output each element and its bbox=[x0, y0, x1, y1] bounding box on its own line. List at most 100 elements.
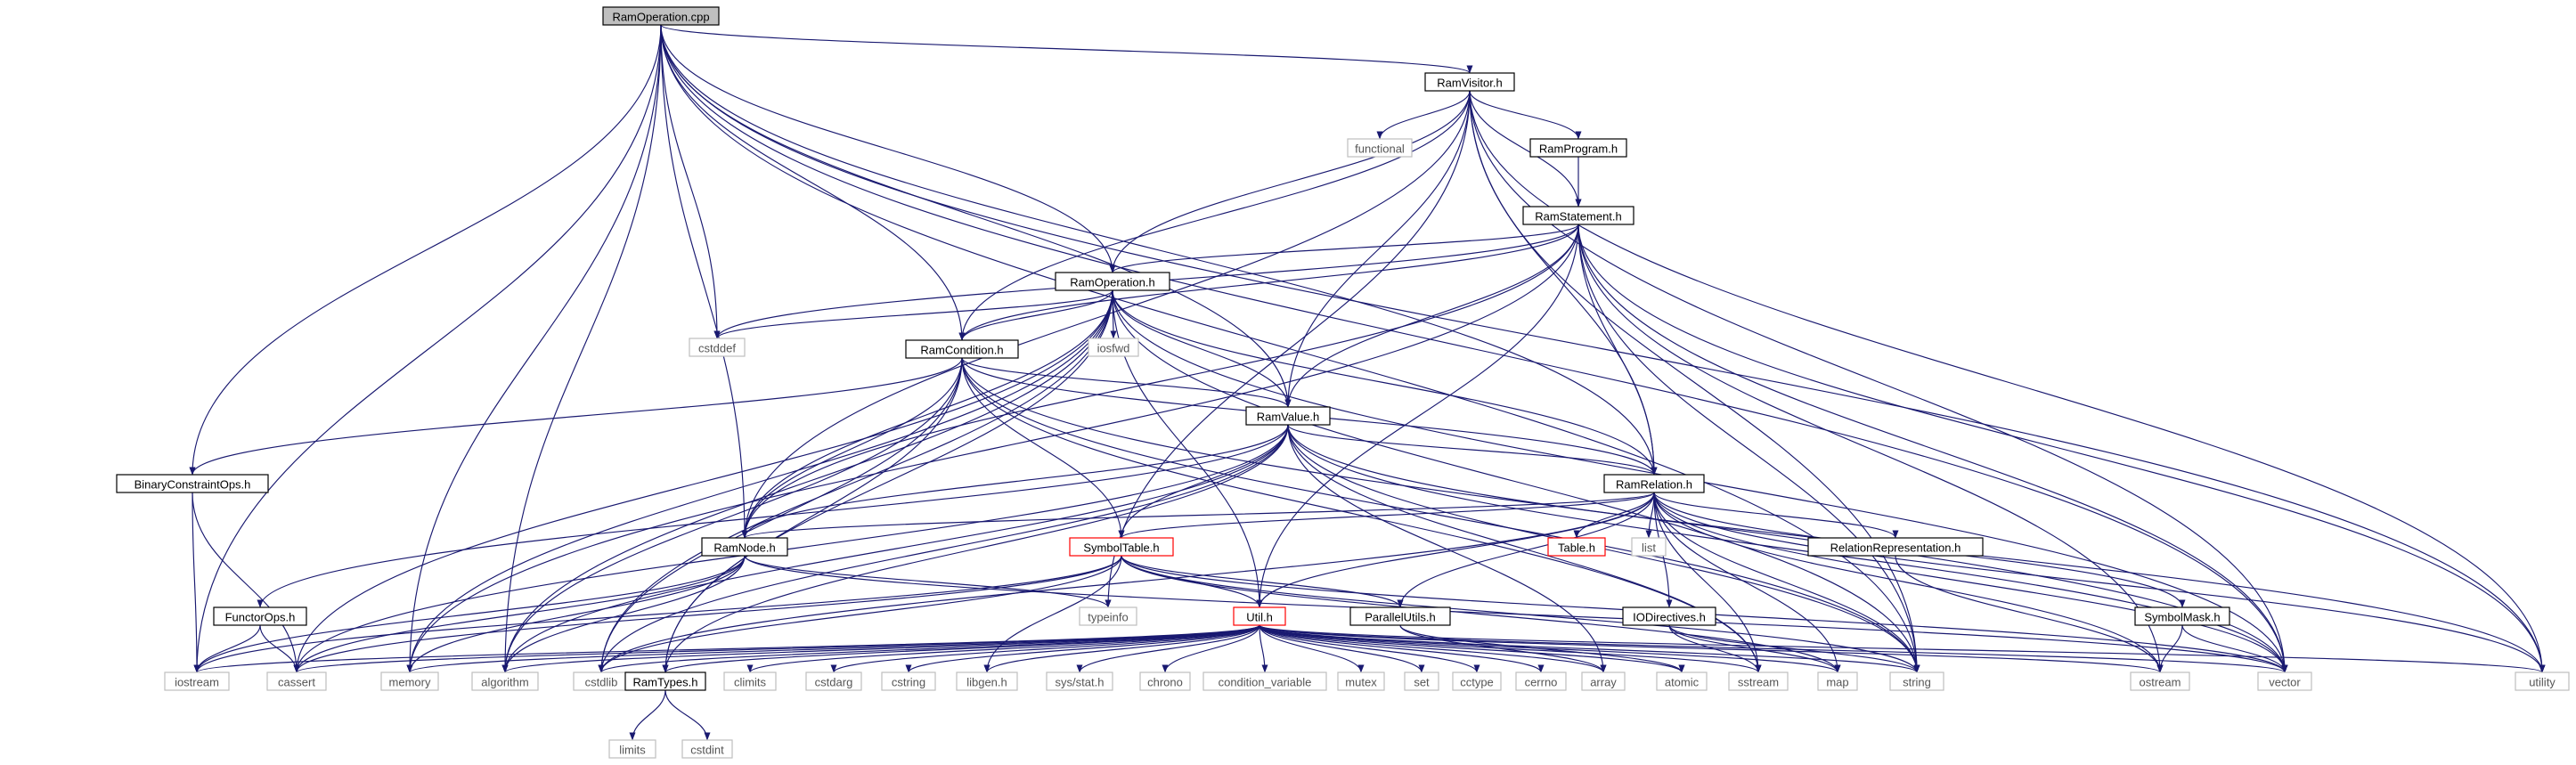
include-edge-parallelutils-h-to-array bbox=[1399, 624, 1607, 673]
node-label: set bbox=[1414, 676, 1430, 689]
include-edge-ramvalue-h-to-algorithm bbox=[501, 424, 1289, 673]
edge-line bbox=[629, 689, 666, 741]
node-box bbox=[1656, 671, 1708, 691]
node-ramprogram-h[interactable]: RamProgram.h bbox=[1529, 138, 1627, 158]
node-box bbox=[1202, 671, 1327, 691]
edge-line bbox=[192, 492, 300, 673]
include-edge-functorops-h-to-iostream bbox=[193, 624, 261, 673]
edge-line bbox=[1259, 624, 1762, 673]
node-label: cctype bbox=[1460, 676, 1494, 689]
include-edge-ramoperation-cpp-to-ramrelation-h bbox=[660, 24, 1658, 476]
node-label: SymbolMask.h bbox=[2144, 611, 2220, 624]
include-edge-ramstatement-h-to-ramvalue-h bbox=[1284, 224, 1579, 408]
include-edge-binaryconstraintops-h-to-iostream bbox=[192, 492, 200, 673]
edge-line bbox=[293, 555, 746, 673]
node-ramcondition-h[interactable]: RamCondition.h bbox=[905, 339, 1019, 359]
edge-line bbox=[1109, 224, 1579, 273]
node-cstring: cstring bbox=[881, 671, 936, 691]
node-relationrepresentation-h[interactable]: RelationRepresentation.h bbox=[1807, 537, 1984, 557]
include-edge-ramstatement-h-to-vector bbox=[1577, 224, 2288, 673]
edge-line bbox=[406, 224, 1579, 673]
include-edge-ramrelation-h-to-relationrepresentation-h bbox=[1653, 492, 1899, 539]
node-label: RamTypes.h bbox=[633, 676, 698, 689]
node-table-h[interactable]: Table.h bbox=[1547, 537, 1606, 557]
edge-line bbox=[598, 555, 1122, 673]
node-label: climits bbox=[734, 676, 767, 689]
node-vector: vector bbox=[2257, 671, 2312, 691]
node-binaryconstraintops-h[interactable]: BinaryConstraintOps.h bbox=[116, 474, 269, 493]
edge-line bbox=[983, 555, 1122, 673]
node-label: RamRelation.h bbox=[1616, 478, 1692, 492]
node-box bbox=[471, 671, 539, 691]
node-ramoperation-h[interactable]: RamOperation.h bbox=[1055, 272, 1170, 291]
include-edge-ramoperation-h-to-ramrelation-h bbox=[1112, 289, 1658, 476]
node-ramtypes-h[interactable]: RamTypes.h bbox=[624, 671, 706, 691]
node-symboltable-h[interactable]: SymbolTable.h bbox=[1069, 537, 1174, 557]
node-box bbox=[1337, 671, 1385, 691]
include-edge-ramoperation-cpp-to-ramcondition-h bbox=[660, 24, 966, 341]
edge-line bbox=[958, 224, 1579, 341]
edge-line bbox=[746, 624, 1260, 673]
edge-line bbox=[1469, 90, 1582, 140]
node-ramstatement-h[interactable]: RamStatement.h bbox=[1522, 206, 1634, 225]
node-label: cstdarg bbox=[815, 676, 853, 689]
node-box bbox=[1631, 537, 1667, 557]
node-label: vector bbox=[2269, 676, 2301, 689]
node-functional: functional bbox=[1347, 138, 1413, 158]
node-symbolmask-h[interactable]: SymbolMask.h bbox=[2134, 606, 2230, 626]
node-libgen-h: libgen.h bbox=[956, 671, 1018, 691]
node-label: typeinfo bbox=[1088, 611, 1129, 624]
node-box bbox=[2130, 671, 2190, 691]
include-edge-ramoperation-cpp-to-binaryconstraintops-h bbox=[189, 24, 662, 476]
edge-line bbox=[1118, 492, 1655, 539]
edge-line bbox=[193, 555, 746, 673]
node-box bbox=[1603, 474, 1705, 493]
node-box bbox=[701, 537, 788, 557]
include-edge-symboltable-h-to-iostream bbox=[193, 555, 1122, 673]
include-edge-ramoperation-h-to-algorithm bbox=[501, 289, 1113, 673]
node-cstdint: cstdint bbox=[681, 739, 733, 759]
edge-line bbox=[662, 424, 1289, 673]
node-label: cstdint bbox=[690, 744, 724, 757]
node-box bbox=[1547, 537, 1606, 557]
node-ramoperation-cpp[interactable]: RamOperation.cpp bbox=[602, 6, 720, 26]
node-label: condition_variable bbox=[1219, 676, 1312, 689]
node-ramnode-h[interactable]: RamNode.h bbox=[701, 537, 788, 557]
node-parallelutils-h[interactable]: ParallelUtils.h bbox=[1349, 606, 1451, 626]
node-cstdlib: cstdlib bbox=[573, 671, 630, 691]
edge-line bbox=[598, 492, 1655, 673]
node-ramrelation-h[interactable]: RamRelation.h bbox=[1603, 474, 1705, 493]
include-edge-util-h-to-libgen-h bbox=[983, 624, 1260, 673]
node-label: list bbox=[1642, 541, 1656, 555]
include-edge-ramrelation-h-to-table-h bbox=[1573, 492, 1655, 539]
node-label: cstddef bbox=[698, 342, 736, 355]
node-iodirectives-h[interactable]: IODirectives.h bbox=[1622, 606, 1716, 626]
node-label: Util.h bbox=[1246, 611, 1273, 624]
edge-line bbox=[1112, 289, 1920, 673]
include-edge-ramrelation-h-to-string bbox=[1653, 492, 1920, 673]
include-edge-ramvisitor-h-to-ramprogram-h bbox=[1469, 90, 1582, 140]
node-util-h[interactable]: Util.h bbox=[1233, 606, 1286, 626]
include-edge-ramvalue-h-to-ramtypes-h bbox=[662, 424, 1289, 673]
node-box bbox=[608, 739, 656, 759]
edge-line bbox=[660, 24, 1473, 74]
node-box bbox=[1046, 671, 1113, 691]
include-edge-binaryconstraintops-h-to-cassert bbox=[192, 492, 300, 673]
edge-line bbox=[1109, 90, 1471, 273]
include-edge-ramvisitor-h-to-ramoperation-h bbox=[1109, 90, 1471, 273]
node-ramvalue-h[interactable]: RamValue.h bbox=[1245, 406, 1331, 426]
include-edge-ramnode-h-to-iostream bbox=[193, 555, 746, 673]
node-list: list bbox=[1631, 537, 1667, 557]
node-functorops-h[interactable]: FunctorOps.h bbox=[213, 606, 307, 626]
include-edge-ramoperation-cpp-to-memory bbox=[406, 24, 662, 673]
edge-line bbox=[1577, 224, 2288, 673]
node-label: RamVisitor.h bbox=[1437, 77, 1502, 90]
edge-line bbox=[1105, 90, 1471, 608]
node-limits: limits bbox=[608, 739, 656, 759]
edge-line bbox=[501, 624, 1260, 673]
edge-line bbox=[1256, 224, 1579, 608]
node-ramvisitor-h[interactable]: RamVisitor.h bbox=[1424, 72, 1515, 92]
node-memory: memory bbox=[380, 671, 439, 691]
include-edge-ramcondition-h-to-symboltable-h bbox=[961, 357, 1125, 539]
edge-line bbox=[983, 624, 1260, 673]
